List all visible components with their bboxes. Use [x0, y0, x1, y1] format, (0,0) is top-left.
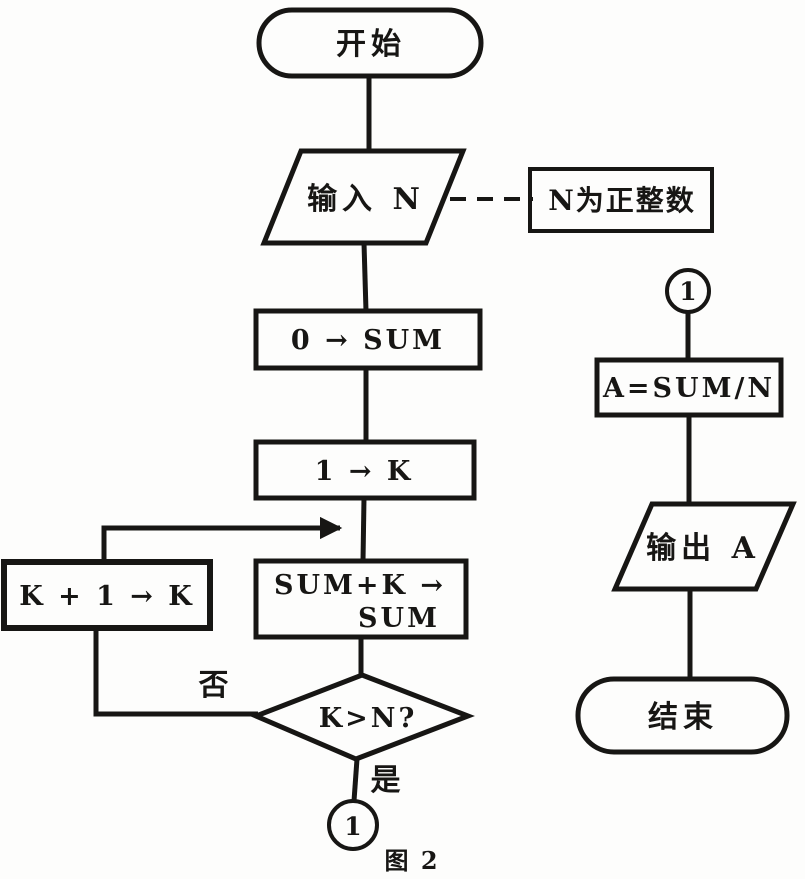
decision-label: K>N? — [319, 703, 418, 734]
process-compute-average-label: A=SUM/N — [602, 373, 775, 404]
terminal-start-label: 开始 — [336, 27, 406, 62]
terminal-end — [575, 676, 790, 755]
process-init-sum-label: 0 → SUM — [291, 325, 445, 356]
decision-k-gt-n — [249, 672, 475, 762]
flow-line-decision-to-connector — [351, 758, 360, 802]
io-input-n — [260, 148, 467, 246]
connector-1-top — [665, 268, 711, 314]
process-init-sum — [253, 308, 483, 371]
process-accumulate — [253, 558, 469, 640]
flow-line-increment-loopback — [101, 516, 343, 562]
flow-line-initk-to-accumulate — [360, 497, 367, 562]
flow-line-decision-no-to-increment — [93, 628, 258, 717]
connector-1-bottom-label: 1 — [344, 812, 361, 841]
flow-line-input-to-initsum — [361, 242, 369, 312]
process-init-k — [253, 439, 477, 501]
io-output-label: 输出 A — [646, 531, 760, 566]
process-compute-average — [594, 357, 784, 418]
connector-1-top-label: 1 — [679, 277, 696, 306]
io-output-a — [611, 501, 797, 592]
annotation-box — [528, 167, 714, 233]
terminal-start — [256, 7, 484, 79]
io-input-label: 输入 N — [307, 182, 425, 217]
label-no: 否 — [199, 668, 234, 703]
process-increment-label: K + 1 → K — [19, 581, 195, 612]
terminal-end-label: 结束 — [648, 700, 718, 735]
process-init-k-label: 1 → K — [315, 456, 414, 487]
label-yes: 是 — [371, 763, 406, 798]
process-accumulate-line2: SUM — [358, 603, 440, 634]
process-increment-k — [1, 559, 213, 631]
connector-1-bottom — [327, 799, 379, 851]
annotation-label: N为正整数 — [548, 184, 696, 217]
figure-caption: 图 2 — [384, 846, 439, 875]
process-accumulate-line1: SUM+K → — [274, 570, 446, 601]
